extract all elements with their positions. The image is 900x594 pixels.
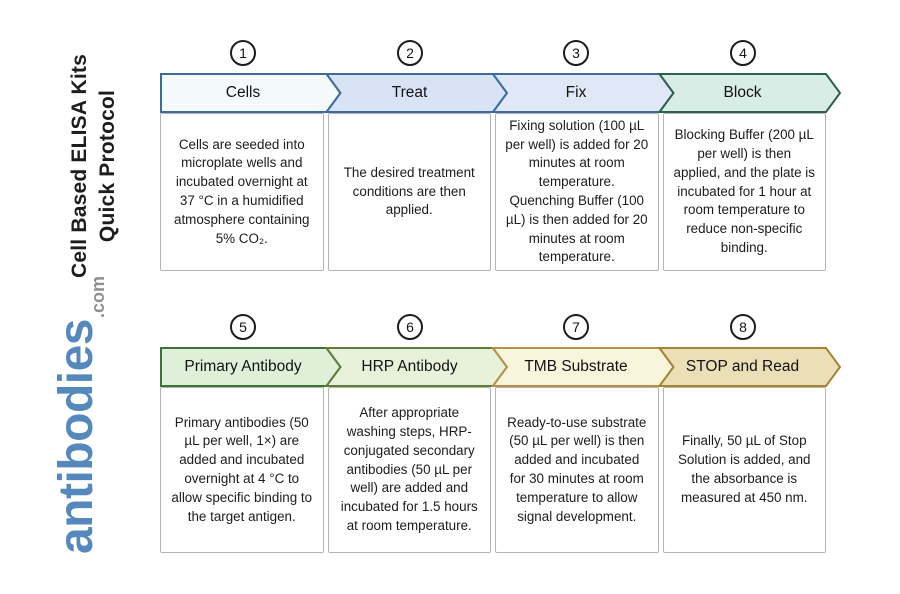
step-2-number: 2 bbox=[406, 45, 414, 61]
chevron-arrow-stop-and-read bbox=[657, 347, 842, 387]
protocol-row-1: 1 2 3 4 Cells Treat Fix Block Cells are … bbox=[160, 40, 850, 271]
chevron-arrows-row-2 bbox=[160, 347, 842, 387]
step-number-row: 1 2 3 4 bbox=[160, 40, 850, 66]
step-4-number-badge: 4 bbox=[730, 40, 756, 66]
step-4-description-box: Blocking Buffer (200 µL per well) is the… bbox=[662, 113, 826, 271]
step-7-number-badge: 7 bbox=[563, 314, 589, 340]
description-row-2: Primary antibodies (50 µL per well, 1×) … bbox=[160, 387, 826, 553]
step-4-label: Block bbox=[723, 84, 762, 101]
step-7-label: TMB Substrate bbox=[524, 358, 628, 375]
step-3-number-badge: 3 bbox=[563, 40, 589, 66]
arrow-band-1: Cells Treat Fix Block bbox=[160, 73, 850, 113]
step-8-description: Finally, 50 µL of Stop Solution is added… bbox=[677, 433, 811, 505]
step-2-number-badge: 2 bbox=[397, 40, 423, 66]
step-3-description-box: Fixing solution (100 µL per well) is add… bbox=[495, 113, 659, 271]
chevron-arrows-row-1 bbox=[160, 73, 842, 113]
description-row-1: Cells are seeded into microplate wells a… bbox=[160, 113, 826, 271]
logo-brand-text: antibodies bbox=[50, 319, 103, 555]
step-2-description-box: The desired treatment conditions are the… bbox=[327, 113, 491, 271]
step-1-label: Cells bbox=[225, 84, 261, 101]
protocol-row-2: 5 6 7 8 Primary Antibody HRP Antibody TM… bbox=[160, 314, 850, 553]
arrow-band-2: Primary Antibody HRP Antibody TMB Substr… bbox=[160, 347, 850, 387]
step-1-description: Cells are seeded into microplate wells a… bbox=[174, 136, 310, 246]
step-8-number-badge: 8 bbox=[730, 314, 756, 340]
step-4-number: 4 bbox=[739, 45, 747, 61]
step-5-description: Primary antibodies (50 µL per well, 1×) … bbox=[171, 414, 313, 524]
step-1-number: 1 bbox=[239, 45, 247, 61]
step-7-description: Ready-to-use substrate (50 µL per well) … bbox=[507, 414, 647, 524]
step-5-number: 5 bbox=[239, 319, 247, 335]
step-3-label: Fix bbox=[565, 84, 587, 101]
step-5-description-box: Primary antibodies (50 µL per well, 1×) … bbox=[160, 387, 324, 553]
step-8-label: STOP and Read bbox=[685, 358, 800, 375]
antibodies-logo: antibodies .com bbox=[50, 250, 123, 580]
step-8-number: 8 bbox=[739, 319, 747, 335]
step-4-description: Blocking Buffer (200 µL per well) is the… bbox=[673, 127, 815, 255]
step-8-description-box: Finally, 50 µL of Stop Solution is added… bbox=[662, 387, 826, 553]
step-3-description: Fixing solution (100 µL per well) is add… bbox=[505, 117, 649, 265]
logo-tld-text: .com bbox=[88, 275, 108, 318]
step-2-description: The desired treatment conditions are the… bbox=[343, 164, 475, 218]
step-6-description-box: After appropriate washing steps, HRP-con… bbox=[327, 387, 491, 553]
step-1-number-badge: 1 bbox=[230, 40, 256, 66]
chevron-arrow-block bbox=[657, 73, 842, 113]
step-5-label: Primary Antibody bbox=[184, 358, 302, 375]
step-6-number: 6 bbox=[406, 319, 414, 335]
step-5-number-badge: 5 bbox=[230, 314, 256, 340]
step-6-description: After appropriate washing steps, HRP-con… bbox=[340, 405, 478, 533]
step-3-number: 3 bbox=[572, 45, 580, 61]
step-number-row: 5 6 7 8 bbox=[160, 314, 850, 340]
step-6-number-badge: 6 bbox=[397, 314, 423, 340]
step-6-label: HRP Antibody bbox=[361, 358, 458, 375]
step-2-label: Treat bbox=[391, 84, 428, 101]
step-1-description-box: Cells are seeded into microplate wells a… bbox=[160, 113, 324, 271]
step-7-description-box: Ready-to-use substrate (50 µL per well) … bbox=[495, 387, 659, 553]
step-7-number: 7 bbox=[572, 319, 580, 335]
